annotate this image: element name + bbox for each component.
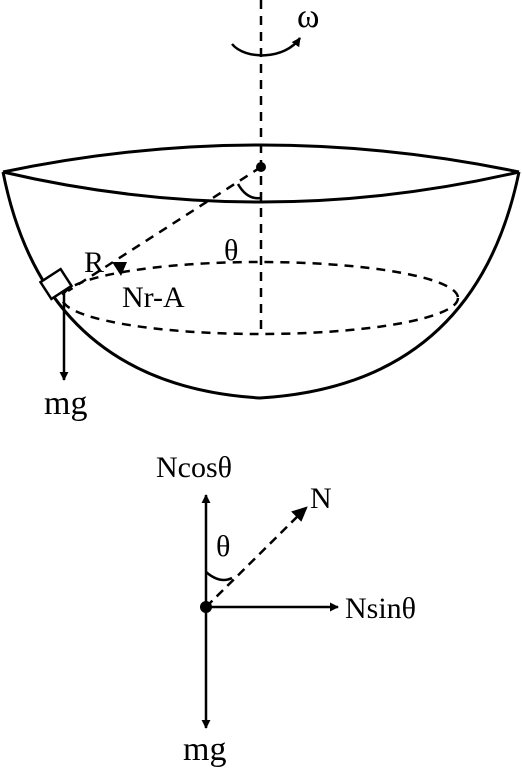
- bowl-rim-front: [2, 170, 520, 204]
- theta-arc-bottom: [205, 571, 233, 582]
- nsin-label: Nsinθ: [345, 592, 416, 625]
- theta-label-top: θ: [224, 234, 238, 267]
- fbd-origin: [200, 601, 212, 613]
- free-body-diagram: [200, 494, 339, 729]
- ncos-label: Ncosθ: [156, 451, 232, 484]
- normal-force-arrowhead: [291, 506, 308, 522]
- block: [38, 267, 74, 301]
- radius-arrowhead: [112, 262, 127, 276]
- bowl-rim-back: [2, 143, 520, 174]
- mg-label-bottom: mg: [183, 731, 226, 768]
- radius-label: R: [84, 246, 104, 279]
- mg-label-top: mg: [44, 385, 87, 422]
- bowl-figure: [1, 0, 521, 400]
- radius-line: [67, 165, 262, 293]
- normal-radial-label: Nr-A: [122, 281, 185, 314]
- omega-label: ω: [297, 0, 319, 35]
- n-label: N: [310, 482, 332, 515]
- theta-label-bottom: θ: [216, 530, 230, 563]
- orbit-circle: [60, 260, 460, 336]
- theta-arc-top: [236, 183, 262, 200]
- normal-force-arrow: [205, 507, 307, 608]
- rotation-arrow: [231, 37, 302, 57]
